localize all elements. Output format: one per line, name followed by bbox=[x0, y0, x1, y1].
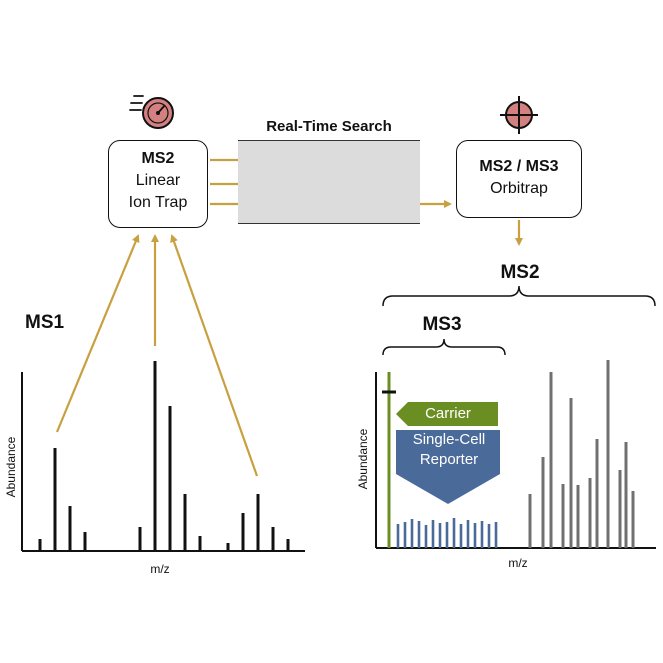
real-time-search-title: Real-Time Search bbox=[266, 118, 392, 135]
arrow-ms1-peak-to-ms2-left bbox=[55, 234, 140, 433]
carrier-arrow-shape bbox=[396, 402, 498, 426]
ms3-region-label: MS3 bbox=[422, 314, 462, 335]
single-cell-label-line2: Reporter bbox=[419, 451, 479, 468]
ms2-x-axis-label: m/z bbox=[508, 556, 528, 570]
speedometer-pivot bbox=[156, 111, 160, 115]
ms3-brace bbox=[382, 338, 506, 356]
ms2-spectrum-label: MS2 bbox=[500, 262, 540, 283]
ms1-x-axis-label: m/z bbox=[150, 562, 170, 576]
orbitrap-box: MS2 / MS3 Orbitrap bbox=[456, 140, 582, 218]
single-cell-reporter-shape bbox=[396, 430, 500, 504]
ms2-brace bbox=[382, 285, 656, 307]
speedometer-inner-ring bbox=[147, 102, 169, 124]
ms2-y-axis-label: Abundance bbox=[356, 428, 370, 490]
ms2-box-line2: Linear bbox=[135, 172, 181, 189]
ms2-box-line3: Ion Trap bbox=[128, 194, 188, 211]
carrier-label: Carrier bbox=[425, 405, 471, 422]
arrow-ms1-peak-to-ms2-right bbox=[170, 234, 259, 477]
orbitrap-box-title: MS2 / MS3 bbox=[479, 158, 559, 175]
single-cell-reporter-label: Single-Cell Reporter bbox=[398, 430, 500, 470]
single-cell-label-line1: Single-Cell bbox=[412, 431, 486, 448]
orbitrap-box-line2: Orbitrap bbox=[490, 180, 548, 197]
ms1-y-axis-label: Abundance bbox=[4, 436, 18, 498]
ms2-box-title: MS2 bbox=[141, 150, 175, 167]
real-time-search-band bbox=[238, 140, 420, 224]
ms1-label: MS1 bbox=[25, 312, 65, 333]
ms2-linear-ion-trap-box: MS2 Linear Ion Trap bbox=[108, 140, 208, 228]
